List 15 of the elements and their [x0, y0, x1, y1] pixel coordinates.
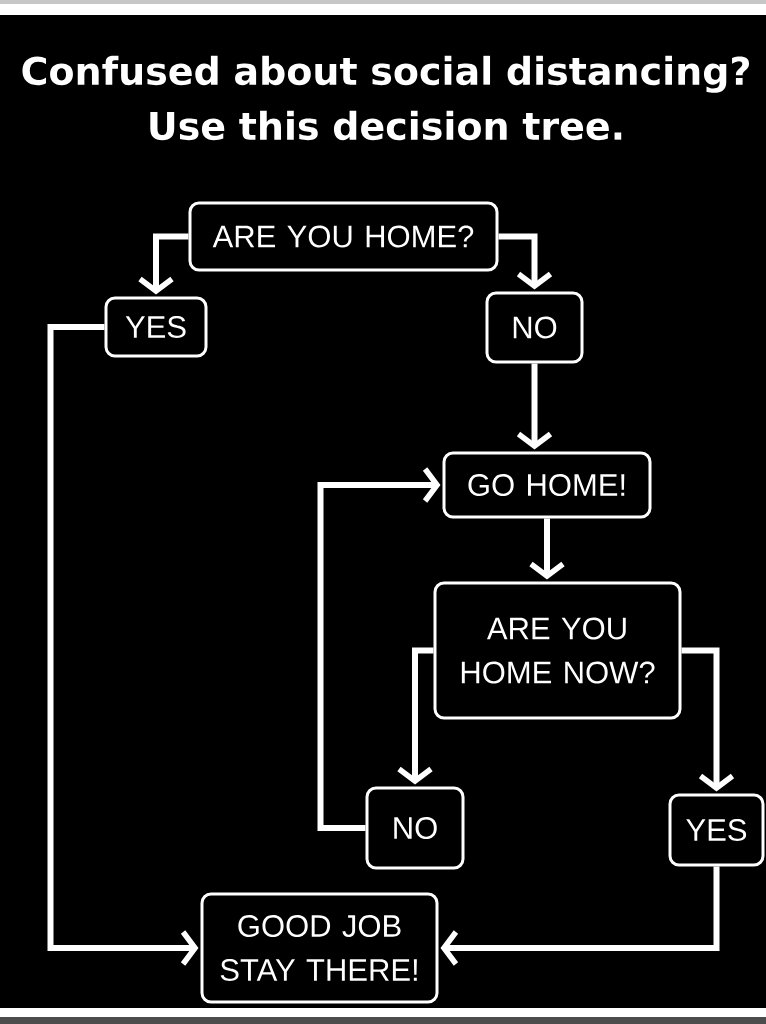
outcome-box: GOOD JOB STAY THERE!	[200, 892, 439, 1004]
arrow	[317, 467, 441, 831]
choice-box: NO	[485, 291, 584, 364]
arrow	[681, 647, 735, 792]
arrow	[440, 866, 720, 966]
arrow	[47, 324, 199, 966]
title: Confused about social distancing? Use this decision tree.	[22, 55, 749, 141]
arrow	[516, 363, 553, 450]
arrow	[397, 647, 434, 785]
choice-box: YES	[668, 793, 765, 867]
choice-box: YES	[104, 296, 208, 358]
question-box: ARE YOU HOME?	[188, 201, 499, 272]
action-box: GO HOME!	[442, 451, 652, 519]
question-box: ARE YOU HOME NOW?	[433, 581, 682, 720]
choice-box: NO	[365, 786, 465, 870]
